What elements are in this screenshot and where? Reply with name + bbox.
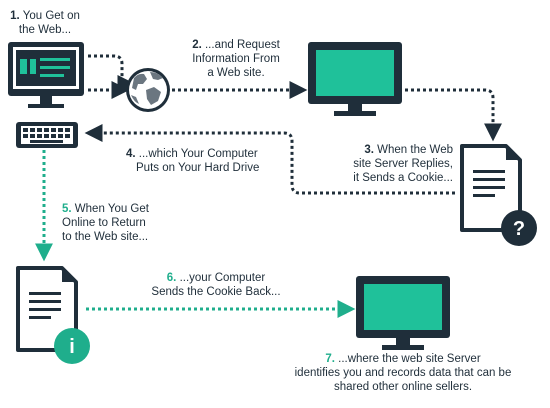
step-7-line-3: shared other online sellers. — [333, 381, 473, 393]
step-3-line-3: it Sends a Cookie... — [353, 172, 453, 184]
step-3-line-1: When the Web — [377, 144, 453, 156]
step-2-label: 2. ...and Request Information From a Web… — [176, 38, 296, 80]
step-5-line-1: When You Get — [74, 203, 149, 215]
question-badge-glyph: ? — [513, 218, 525, 240]
connector-cookie-to-keyboard — [84, 124, 455, 195]
step-1-line-2: the Web... — [18, 24, 72, 36]
step-1-line-1: You Get on — [22, 10, 80, 22]
step-1-label: 1. You Get on the Web... — [0, 9, 90, 37]
step-7-line-2: identifies you and records data that can… — [294, 367, 512, 379]
step-2-line-1: ...and Request — [204, 39, 280, 51]
step-5-label: 5. When You Get Online to Return to the … — [62, 202, 182, 244]
step-2-number: 2. — [192, 39, 202, 51]
connector-server-to-cookie — [405, 88, 502, 142]
step-3-number: 3. — [364, 144, 374, 156]
step-6-line-1: ...your Computer — [179, 272, 266, 284]
stored-document-icon — [16, 266, 78, 352]
step-7-line-1: ...where the web site Server — [338, 353, 481, 365]
cookie-document-icon — [460, 144, 522, 232]
step-7-label: 7. ...where the web site Server identifi… — [258, 352, 548, 394]
step-7-number: 7. — [325, 353, 335, 365]
step-6-line-2: Sends the Cookie Back... — [151, 286, 281, 298]
globe-icon — [126, 68, 170, 112]
info-icon: i — [54, 328, 90, 364]
step-4-label: 4. ...which Your Computer Puts on Your H… — [126, 147, 286, 175]
keyboard-icon — [16, 122, 78, 148]
step-1-number: 1. — [10, 10, 20, 22]
step-4-number: 4. — [126, 148, 136, 160]
step-5-line-2: Online to Return — [62, 217, 146, 229]
server-computer-monitor-icon — [308, 42, 402, 116]
step-3-label: 3. When the Web site Server Replies, it … — [328, 143, 453, 185]
step-4-line-2: Puts on Your Hard Drive — [136, 162, 260, 174]
step-3-line-2: site Server Replies, — [353, 158, 453, 170]
step-6-label: 6. ...your Computer Sends the Cookie Bac… — [136, 271, 296, 299]
step-2-line-3: a Web site. — [207, 67, 265, 79]
step-2-line-2: Information From — [192, 53, 280, 65]
step-5-number: 5. — [62, 203, 72, 215]
step-5-line-3: to the Web site... — [62, 231, 149, 243]
final-computer-monitor-icon — [356, 276, 450, 350]
step-6-number: 6. — [166, 272, 177, 284]
info-badge-glyph: i — [69, 336, 75, 358]
user-computer-monitor-icon — [8, 42, 84, 108]
connector-user-to-globe-upper — [88, 54, 136, 93]
step-4-line-1: ...which Your Computer — [138, 148, 258, 160]
question-icon: ? — [501, 210, 537, 246]
